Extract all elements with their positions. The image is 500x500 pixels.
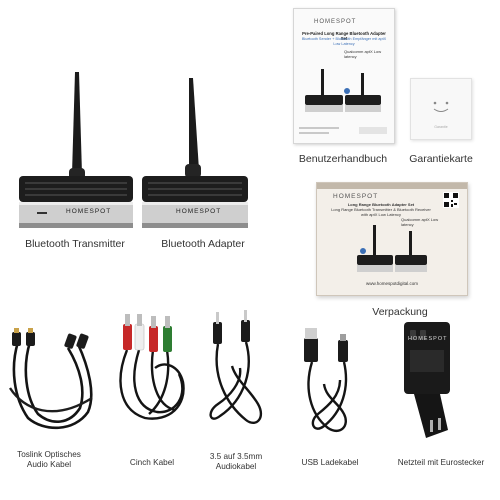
toslink-cable	[8, 328, 93, 430]
manual-subtitle: Bluetooth Sender + Bluetooth Empfänger m…	[301, 37, 387, 46]
manual-label: Benutzerhandbuch	[298, 153, 388, 165]
user-manual: HOMESPOT Pre-Paired Long Range Bluetooth…	[293, 8, 395, 144]
smiley-icon	[433, 101, 449, 112]
box-brand: HOMESPOT	[333, 193, 379, 200]
manual-brand: HOMESPOT	[314, 19, 357, 25]
manual-device-image	[305, 69, 381, 112]
adapter-brand: HOMESPOT	[176, 208, 222, 215]
transmitter-label: Bluetooth Transmitter	[25, 238, 125, 250]
transmitter-brand: HOMESPOT	[66, 208, 112, 215]
aux-cable	[209, 310, 263, 425]
usb-cable	[304, 328, 348, 433]
cinch-cable	[119, 314, 185, 420]
box-device-image	[357, 225, 427, 272]
cinch-label: Cinch Kabel	[129, 458, 175, 467]
power-adapter	[404, 322, 450, 438]
transmitter-body	[19, 176, 133, 228]
charger-label: Netzteil mit Eurostecker	[397, 458, 485, 467]
box-url: www.homespotdigital.com	[365, 281, 419, 286]
box-qualcomm: Qualcomm aptX Low latency	[401, 217, 439, 227]
manual-footer-lines	[299, 127, 387, 134]
box-line1: Long Range Bluetooth Adapter Set	[347, 202, 415, 207]
qr-code-icon	[443, 192, 459, 208]
packaging-box: HOMESPOT Long Range Bluetooth Adapter Se…	[316, 182, 468, 296]
warranty-card: Garantie	[410, 78, 472, 140]
manual-qualcomm: Qualcomm aptX Low latency	[344, 49, 382, 59]
toslink-label: Toslink Optisches Audio Kabel	[17, 450, 81, 469]
manual-title: Pre-Paired Long Range Bluetooth Adapter …	[302, 31, 386, 41]
usb-label: USB Ladekabel	[301, 458, 359, 467]
aux-label: 3.5 auf 3.5mm Audiokabel	[209, 452, 263, 471]
warranty-card-text: Garantie	[434, 125, 448, 129]
transmitter-antenna	[69, 72, 85, 182]
power-adapter-brand: HOMESPOT	[408, 336, 448, 342]
box-line2: Long Range Bluetooth Transmitter & Bluet…	[331, 207, 431, 212]
packaging-label: Verpackung	[372, 306, 428, 318]
adapter-body	[142, 176, 248, 228]
adapter-antenna	[185, 78, 201, 178]
box-top-edge	[317, 183, 467, 189]
warranty-label: Garantiekarte	[409, 153, 473, 165]
box-line3: with aptX Low Latency	[360, 212, 402, 217]
adapter-label: Bluetooth Adapter	[161, 238, 245, 250]
